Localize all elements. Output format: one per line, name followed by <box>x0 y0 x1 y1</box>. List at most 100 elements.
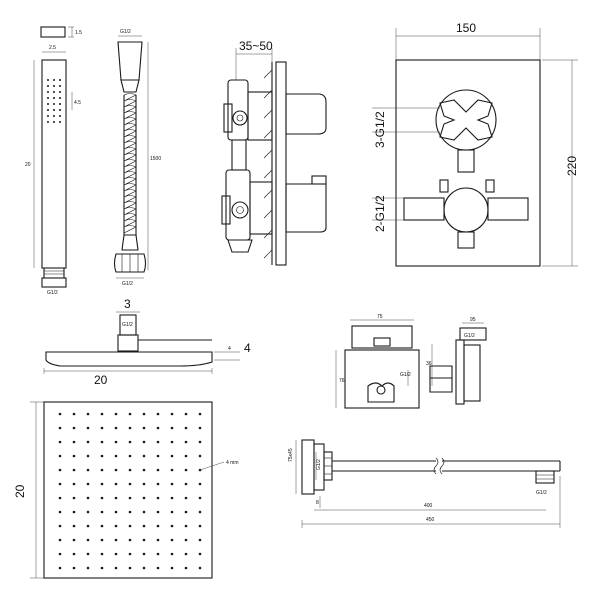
nozzle <box>100 468 104 472</box>
rain-head-top-view: 20 4 mm <box>13 401 239 579</box>
nozzle <box>198 482 202 486</box>
nozzle <box>58 552 62 556</box>
nozzle <box>58 510 62 514</box>
nozzle <box>184 552 188 556</box>
nozzle <box>114 454 118 458</box>
hand-shower-spacing-dim: 4.5 <box>74 100 81 106</box>
hand-shower: 1.5 2.5 4.5 20 G1/2 <box>25 26 82 296</box>
nozzle <box>184 440 188 444</box>
nozzle <box>72 412 76 416</box>
rain-head-width-dim: 20 <box>94 373 108 387</box>
nozzle <box>100 510 104 514</box>
nozzle <box>170 426 174 430</box>
nozzle <box>100 524 104 528</box>
nozzle <box>142 496 146 500</box>
nozzle <box>198 426 202 430</box>
hand-shower-length-dim: 20 <box>25 162 31 168</box>
nozzle <box>72 468 76 472</box>
nozzle <box>100 496 104 500</box>
nozzle <box>58 538 62 542</box>
nozzle <box>100 538 104 542</box>
nozzle <box>142 538 146 542</box>
nozzle <box>114 426 118 430</box>
nozzle <box>72 538 76 542</box>
nozzle <box>114 468 118 472</box>
nozzle <box>184 538 188 542</box>
arm-inner-thread-dim: G1/2 <box>536 490 547 496</box>
nozzle <box>198 510 202 514</box>
arm-flange-dim: 75x45 <box>288 448 294 462</box>
nozzle <box>100 566 104 570</box>
valve-front-plate <box>395 59 541 267</box>
wall-hatch <box>263 69 273 259</box>
cover-plate <box>275 61 287 266</box>
hand-shower-thread <box>43 268 65 279</box>
nozzle <box>100 412 104 416</box>
nozzle <box>58 496 62 500</box>
nozzle <box>58 566 62 570</box>
nozzle <box>86 538 90 542</box>
nozzle <box>198 524 202 528</box>
rain-head-connector-dim: 3 <box>124 297 131 311</box>
rain-head-edge-dim: 4 mm <box>226 460 239 466</box>
hose-coils <box>123 93 137 235</box>
holder-depth-dim: 36 <box>426 361 432 367</box>
nozzle <box>184 426 188 430</box>
nozzle <box>184 510 188 514</box>
lower-handle <box>285 183 327 233</box>
nozzle <box>72 566 76 570</box>
hand-shower-width-dim: 2.5 <box>49 45 56 51</box>
hose: G1/2 1500 G1/2 <box>113 29 161 287</box>
nozzle <box>58 468 62 472</box>
arm-inner-length-dim: 400 <box>424 503 433 509</box>
nozzle <box>198 454 202 458</box>
nozzle <box>72 496 76 500</box>
holder-base-dim: G1/2 <box>400 372 411 378</box>
nozzle <box>72 510 76 514</box>
nozzle <box>114 566 118 570</box>
nozzle <box>114 524 118 528</box>
nozzle <box>114 496 118 500</box>
nozzle <box>128 482 132 486</box>
nozzle <box>142 412 146 416</box>
nozzle <box>72 524 76 528</box>
nozzle <box>128 496 132 500</box>
arm-small-dim: 8 <box>316 500 319 506</box>
upper-handle <box>285 93 327 135</box>
nozzle <box>100 426 104 430</box>
nozzle <box>198 538 202 542</box>
nozzle <box>114 412 118 416</box>
nozzle <box>170 510 174 514</box>
shower-arm: 75x45 G1/2 G1/2 8 400 450 <box>288 439 561 528</box>
valve-front-height-dim: 220 <box>565 156 579 176</box>
arm-total-length-dim: 450 <box>426 517 435 523</box>
nozzle <box>72 440 76 444</box>
nozzle <box>198 552 202 556</box>
nozzle <box>128 440 132 444</box>
nozzle <box>156 524 160 528</box>
nozzle <box>114 538 118 542</box>
hose-nut <box>113 253 147 273</box>
nozzle <box>170 566 174 570</box>
hand-shower-body <box>41 59 67 269</box>
outlet-upper-dim: 3-G1/2 <box>373 111 387 148</box>
rain-head-plate-side <box>45 351 213 367</box>
nozzle <box>198 496 202 500</box>
nozzle <box>170 482 174 486</box>
nozzle <box>72 482 76 486</box>
nozzle <box>170 454 174 458</box>
wall-outlet-width-dim: 75 <box>377 314 383 320</box>
nozzle <box>170 496 174 500</box>
nozzle <box>142 468 146 472</box>
nozzle <box>170 524 174 528</box>
wall-outlet: 75 76 <box>335 314 420 409</box>
nozzle <box>128 538 132 542</box>
nozzle <box>184 412 188 416</box>
nozzle <box>86 454 90 458</box>
nozzle <box>156 552 160 556</box>
nozzle <box>184 454 188 458</box>
nozzle <box>128 510 132 514</box>
nozzle <box>100 482 104 486</box>
nozzle <box>72 552 76 556</box>
